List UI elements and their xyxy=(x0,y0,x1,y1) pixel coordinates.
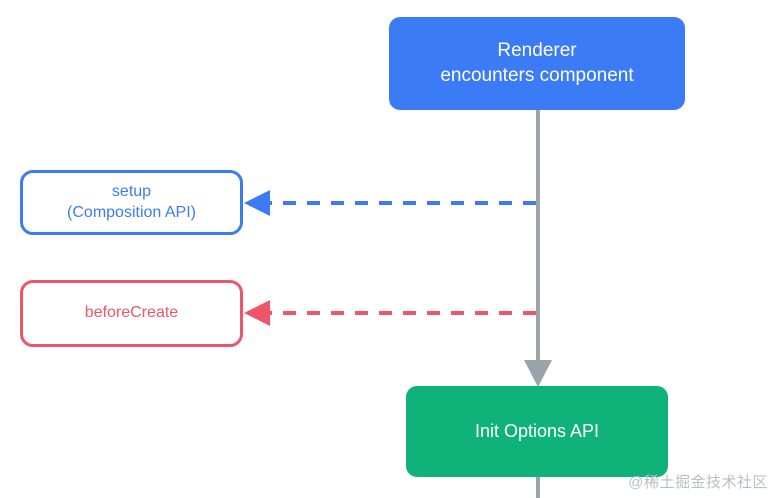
node-beforecreate[interactable]: beforeCreate xyxy=(20,280,243,347)
node-setup-label-line2: (Composition API) xyxy=(67,203,196,221)
edge-renderer-to-setup-arrowhead xyxy=(244,190,270,216)
edge-renderer-to-beforecreate xyxy=(244,300,536,326)
node-renderer-label-line1: Renderer xyxy=(497,40,577,62)
watermark: @稀土掘金技术社区 xyxy=(628,474,768,491)
node-setup-composition-api[interactable]: setup (Composition API) xyxy=(20,170,243,235)
node-init-options-api-label: Init Options API xyxy=(474,420,600,441)
edge-renderer-to-init-options-arrowhead xyxy=(524,360,552,387)
node-renderer-label-line2: encounters component xyxy=(440,64,634,86)
edge-renderer-to-setup xyxy=(244,190,536,216)
node-setup-label: setup (Composition API) xyxy=(23,182,240,223)
edge-renderer-to-init-options xyxy=(524,110,552,387)
node-beforecreate-label: beforeCreate xyxy=(84,304,179,322)
node-setup-label-line1: setup xyxy=(111,183,152,201)
node-init-options-api[interactable]: Init Options API xyxy=(406,386,668,477)
edge-renderer-to-beforecreate-arrowhead xyxy=(244,300,270,326)
